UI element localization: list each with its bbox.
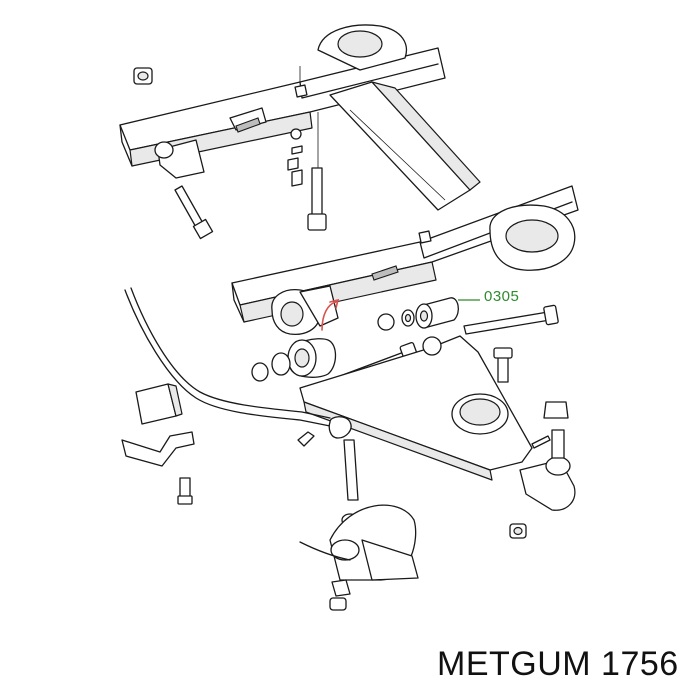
- lower-control-arm: [299, 335, 576, 539]
- bushing-0305: [377, 297, 460, 331]
- front-subframe: [119, 24, 579, 336]
- callout-part-number: 0305: [484, 288, 520, 305]
- anti-roll-bar: [121, 287, 419, 611]
- brand-part-label: METGUM 1756: [437, 645, 679, 683]
- top-fasteners: [133, 67, 327, 240]
- highlight-arrow: [321, 298, 340, 331]
- callout-marker: [321, 298, 480, 331]
